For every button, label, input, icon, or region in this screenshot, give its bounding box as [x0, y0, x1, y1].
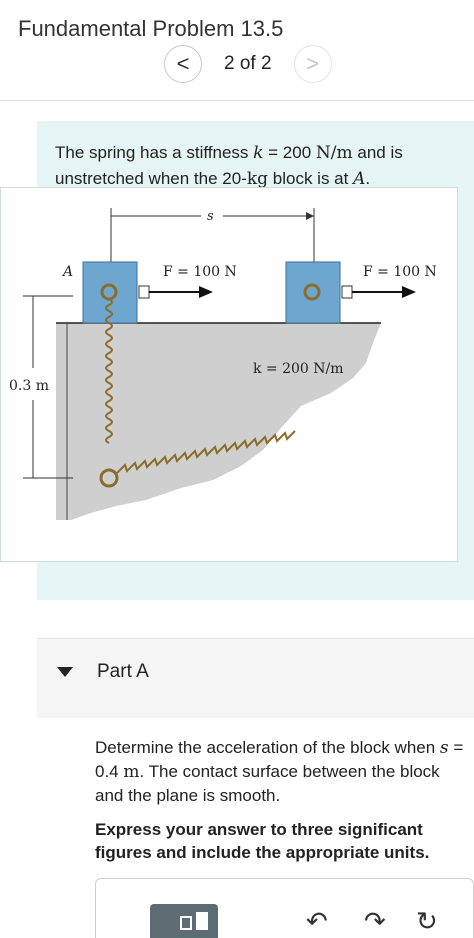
part-label: Part A	[97, 661, 149, 682]
redo-icon[interactable]: ↷	[364, 906, 386, 936]
chevron-right-icon: >	[306, 51, 319, 76]
spring-anchor	[99, 468, 119, 488]
block-b	[285, 261, 341, 324]
spring-stretched	[116, 430, 296, 474]
previous-button[interactable]: <	[164, 45, 202, 83]
part-a-header[interactable]	[37, 638, 474, 718]
height-label: 0.3 m	[9, 378, 49, 394]
point-a-label: A	[61, 264, 73, 280]
block-a	[82, 261, 138, 324]
problem-figure: 0.3 m s A F = 100 N F = 100 N k = 200 N/…	[0, 187, 458, 562]
next-button[interactable]: >	[293, 45, 332, 83]
force-left-label: F = 100 N	[163, 264, 237, 280]
header-divider	[0, 100, 474, 101]
pager-text: 2 of 2	[224, 53, 272, 74]
problem-statement: The spring has a stiffness k = 200 N/m a…	[55, 143, 403, 189]
undo-icon[interactable]: ↶	[306, 906, 328, 936]
spring-coil-a	[105, 298, 113, 444]
reset-icon[interactable]: ↻	[416, 906, 438, 936]
pager: < 2 of 2 >	[164, 45, 332, 83]
templates-button[interactable]	[150, 904, 218, 938]
ground-surface	[56, 323, 381, 520]
caret-down-icon[interactable]	[57, 667, 73, 677]
problem-title: Fundamental Problem 13.5	[18, 16, 284, 41]
force-right-label: F = 100 N	[363, 264, 437, 280]
answer-instruction: Express your answer to three significant…	[95, 820, 430, 862]
s-label: s	[207, 209, 214, 224]
question-text: Determine the acceleration of the block …	[95, 738, 464, 805]
chevron-left-icon: <	[176, 51, 190, 76]
spring-block-diagram: 0.3 m s A F = 100 N F = 100 N k = 200 N/…	[9, 208, 437, 520]
spring-label: k = 200 N/m	[253, 361, 344, 377]
